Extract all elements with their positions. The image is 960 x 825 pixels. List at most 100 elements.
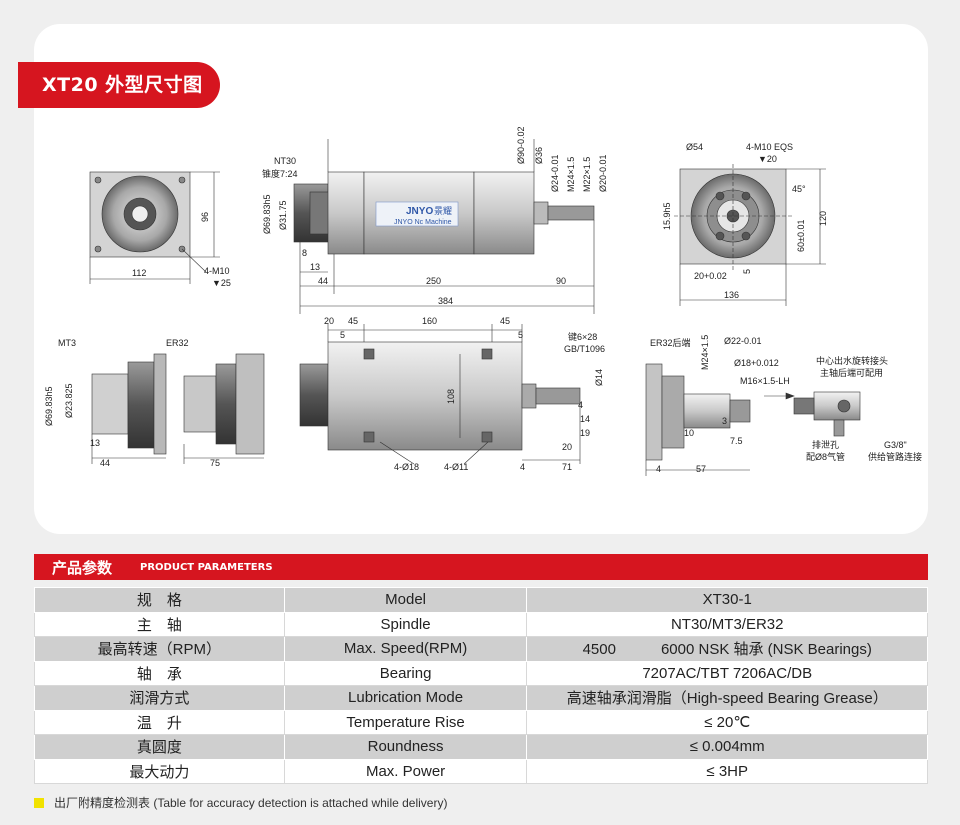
svg-text:▼25: ▼25 <box>212 278 231 288</box>
svg-text:20: 20 <box>324 316 334 326</box>
svg-text:Ø22-0.01: Ø22-0.01 <box>724 336 762 346</box>
svg-text:4: 4 <box>656 464 661 474</box>
footer-note-text: 出厂附精度检测表 (Table for accuracy detection i… <box>54 796 448 810</box>
param-en: Bearing <box>283 660 528 686</box>
svg-text:Ø90-0.02: Ø90-0.02 <box>516 126 526 164</box>
svg-text:44: 44 <box>100 458 110 468</box>
param-zh: 最大动力 <box>34 758 285 784</box>
svg-text:中心出水旋转接头: 中心出水旋转接头 <box>816 355 888 366</box>
param-zh: 温 升 <box>34 709 285 735</box>
param-en: Max. Power <box>283 758 528 784</box>
param-en: Max. Speed(RPM) <box>283 636 528 662</box>
svg-text:键6×28: 键6×28 <box>568 331 597 342</box>
param-zh: 最高转速（RPM） <box>34 636 285 662</box>
param-zh: 真圆度 <box>34 734 285 760</box>
svg-text:5: 5 <box>518 330 523 340</box>
svg-text:5: 5 <box>340 330 345 340</box>
param-en: Temperature Rise <box>283 709 528 735</box>
svg-text:108: 108 <box>446 389 456 404</box>
svg-text:4: 4 <box>520 462 525 472</box>
table-row: 最高转速（RPM） Max. Speed(RPM) 4500 6000 NSK … <box>34 636 928 662</box>
svg-text:NT30: NT30 <box>274 156 296 166</box>
param-value: ≤ 20℃ <box>526 709 928 735</box>
svg-text:Ø69.83h5: Ø69.83h5 <box>262 194 272 234</box>
svg-text:MT3: MT3 <box>58 338 76 348</box>
table-row: 轴 承 Bearing 7207AC/TBT 7206AC/DB <box>34 660 928 686</box>
table-row: 温 升 Temperature Rise ≤ 20℃ <box>34 709 928 735</box>
svg-text:96: 96 <box>200 212 210 222</box>
svg-text:Ø69.83h5: Ø69.83h5 <box>44 386 54 426</box>
svg-text:ER32: ER32 <box>166 338 189 348</box>
param-en: Lubrication Mode <box>283 685 528 711</box>
svg-text:Ø18+0.012: Ø18+0.012 <box>734 358 779 368</box>
svg-text:75: 75 <box>210 458 220 468</box>
svg-text:10: 10 <box>684 428 694 438</box>
param-en: Spindle <box>283 611 528 637</box>
svg-text:4-M10: 4-M10 <box>204 266 230 276</box>
param-zh: 规 格 <box>34 587 285 613</box>
svg-text:136: 136 <box>724 290 739 300</box>
param-zh: 润滑方式 <box>34 685 285 711</box>
svg-text:14: 14 <box>580 414 590 424</box>
svg-text:120: 120 <box>818 211 828 226</box>
param-en: Roundness <box>283 734 528 760</box>
svg-text:13: 13 <box>90 438 100 448</box>
svg-text:44: 44 <box>318 276 328 286</box>
params-table: 规 格 Model XT30-1 主 轴 Spindle NT30/MT3/ER… <box>34 587 928 784</box>
param-value: NT30/MT3/ER32 <box>526 611 928 637</box>
svg-text:250: 250 <box>426 276 441 286</box>
table-row: 真圆度 Roundness ≤ 0.004mm <box>34 734 928 760</box>
svg-text:13: 13 <box>310 262 320 272</box>
drawing-labels: NT30 锥度7:24 Ø69.83h5 Ø31.75 Ø90-0.02 Ø36… <box>44 126 922 474</box>
params-header: 产品参数 PRODUCT PARAMETERS <box>34 554 928 580</box>
svg-text:20: 20 <box>562 442 572 452</box>
svg-text:90: 90 <box>556 276 566 286</box>
svg-text:▼20: ▼20 <box>758 154 777 164</box>
svg-text:Ø36: Ø36 <box>534 147 544 164</box>
svg-text:4-Ø11: 4-Ø11 <box>444 462 468 472</box>
svg-text:19: 19 <box>580 428 590 438</box>
svg-text:ER32后端: ER32后端 <box>650 337 691 348</box>
svg-text:60±0.01: 60±0.01 <box>796 220 806 252</box>
svg-text:4: 4 <box>578 400 583 410</box>
rotary-joint <box>813 391 861 421</box>
svg-text:20+0.02: 20+0.02 <box>694 271 727 281</box>
svg-text:5: 5 <box>742 269 752 274</box>
svg-text:主轴后端可配用: 主轴后端可配用 <box>820 367 883 378</box>
param-en: Model <box>283 587 528 613</box>
svg-text:45: 45 <box>348 316 358 326</box>
svg-text:GB/T1096: GB/T1096 <box>564 344 605 354</box>
svg-text:景耀: 景耀 <box>434 206 452 216</box>
svg-text:JNYO Nc Machine: JNYO Nc Machine <box>394 219 452 226</box>
params-title-en: PRODUCT PARAMETERS <box>140 562 273 573</box>
svg-text:Ø31.75: Ø31.75 <box>278 200 288 230</box>
svg-text:45°: 45° <box>792 184 806 194</box>
svg-text:4-M10 EQS: 4-M10 EQS <box>746 142 793 152</box>
top-view-body <box>327 341 523 451</box>
svg-text:Ø14: Ø14 <box>594 369 604 386</box>
svg-text:3: 3 <box>722 416 727 426</box>
params-title-zh: 产品参数 <box>52 559 113 577</box>
svg-text:M16×1.5-LH: M16×1.5-LH <box>740 376 790 386</box>
table-row: 主 轴 Spindle NT30/MT3/ER32 <box>34 611 928 637</box>
param-value: 7207AC/TBT 7206AC/DB <box>526 660 928 686</box>
svg-text:160: 160 <box>422 316 437 326</box>
table-row: 润滑方式 Lubrication Mode 高速轴承润滑脂（High-speed… <box>34 685 928 711</box>
svg-text:Ø24-0.01: Ø24-0.01 <box>550 154 560 192</box>
svg-text:71: 71 <box>562 462 572 472</box>
table-row: 规 格 Model XT30-1 <box>34 587 928 613</box>
spindle-body-left <box>327 171 365 255</box>
drawing-title: XT20 外型尺寸图 <box>18 62 220 108</box>
svg-text:排泄孔: 排泄孔 <box>812 439 839 450</box>
footer-note: 出厂附精度检测表 (Table for accuracy detection i… <box>34 794 447 811</box>
param-value: XT30-1 <box>526 587 928 613</box>
svg-text:JNYO: JNYO <box>406 206 433 217</box>
note-marker-icon <box>34 797 44 808</box>
param-value: ≤ 0.004mm <box>526 734 928 760</box>
svg-text:7.5: 7.5 <box>730 436 743 446</box>
svg-text:锥度7:24: 锥度7:24 <box>262 168 298 179</box>
param-zh: 主 轴 <box>34 611 285 637</box>
svg-text:8: 8 <box>302 248 307 258</box>
svg-text:配Ø8气管: 配Ø8气管 <box>806 451 845 462</box>
svg-text:Ø54: Ø54 <box>686 142 703 152</box>
